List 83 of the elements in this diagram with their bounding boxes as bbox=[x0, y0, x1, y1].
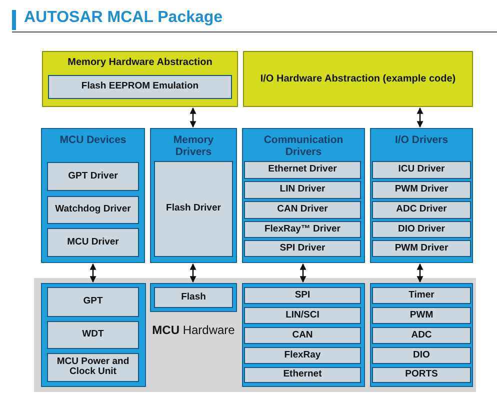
module-box bbox=[244, 287, 361, 304]
double-arrow bbox=[300, 263, 306, 283]
module-box bbox=[244, 201, 361, 219]
driver-group-box bbox=[242, 128, 365, 263]
abstraction-layer-box bbox=[243, 51, 473, 107]
group-heading: I/O Drivers bbox=[394, 134, 450, 146]
hardware-group-box bbox=[41, 283, 146, 387]
group-heading: MCU Devices bbox=[58, 134, 128, 146]
module-label: PORTS bbox=[404, 370, 439, 380]
driver-group-box bbox=[150, 128, 237, 263]
module-label: MCU Power and Clock Unit bbox=[56, 356, 130, 378]
module-box bbox=[154, 161, 233, 257]
module-box bbox=[244, 307, 361, 324]
module-label: PWM Driver bbox=[394, 184, 450, 196]
module-box bbox=[372, 201, 471, 219]
module-label: LIN/SCI bbox=[284, 310, 320, 321]
module-box bbox=[47, 162, 139, 191]
module-box bbox=[372, 287, 471, 304]
module-label: ADC bbox=[410, 330, 433, 341]
group-heading: Memory Drivers bbox=[172, 134, 215, 158]
module-label: CAN bbox=[291, 330, 314, 341]
module-label: Flash bbox=[180, 292, 207, 303]
module-box bbox=[47, 353, 139, 382]
module-box bbox=[244, 181, 361, 199]
module-box bbox=[48, 75, 232, 99]
module-box bbox=[372, 347, 471, 364]
layer-label: MCU Hardware bbox=[151, 324, 236, 338]
double-arrow bbox=[416, 107, 424, 128]
module-box bbox=[372, 240, 471, 257]
hardware-group-box bbox=[242, 283, 365, 387]
module-label: Timer bbox=[408, 290, 436, 301]
module-box bbox=[244, 327, 361, 344]
module-box bbox=[47, 321, 139, 349]
group-heading: Communication Drivers bbox=[262, 134, 344, 158]
module-label: CAN Driver bbox=[276, 204, 329, 216]
module-label: PWM bbox=[408, 310, 434, 321]
module-label: FlexRay™ Driver bbox=[263, 224, 342, 235]
module-box bbox=[244, 240, 361, 257]
module-label: I/O Hardware Abstraction (example code) bbox=[259, 73, 457, 85]
module-label: DIO bbox=[412, 350, 431, 361]
driver-group-box bbox=[370, 128, 473, 263]
module-box bbox=[372, 307, 471, 324]
module-label: Ethernet Driver bbox=[267, 164, 338, 176]
module-box bbox=[244, 347, 361, 364]
module-label: SPI bbox=[294, 290, 312, 301]
module-label: WDT bbox=[81, 330, 105, 340]
module-box bbox=[372, 181, 471, 199]
module-label: DIO Driver bbox=[397, 224, 446, 235]
module-label: PWM Driver bbox=[394, 243, 450, 254]
module-label: Watchdog Driver bbox=[54, 204, 132, 216]
module-label: SPI Driver bbox=[278, 243, 326, 254]
hardware-group-box bbox=[370, 283, 473, 387]
module-box bbox=[244, 367, 361, 383]
module-box bbox=[372, 221, 471, 238]
module-label: MCU Driver bbox=[66, 237, 120, 248]
module-label: Flash EEPROM Emulation bbox=[80, 82, 200, 92]
double-arrow bbox=[416, 263, 424, 283]
group-heading: Memory Hardware Abstraction bbox=[66, 57, 214, 68]
module-box bbox=[372, 367, 471, 383]
hardware-band bbox=[34, 278, 476, 392]
module-box bbox=[47, 287, 139, 317]
module-box bbox=[154, 287, 233, 308]
double-arrow bbox=[190, 263, 196, 283]
module-label: FlexRay bbox=[283, 350, 322, 361]
module-box bbox=[244, 221, 361, 238]
double-arrow bbox=[190, 107, 196, 128]
driver-group-box bbox=[41, 128, 145, 263]
module-label: Ethernet bbox=[282, 370, 323, 380]
diagram-title: AUTOSAR MCAL Package bbox=[24, 9, 223, 27]
module-box bbox=[372, 161, 471, 179]
module-box bbox=[47, 228, 139, 257]
module-label: Flash Driver bbox=[165, 204, 222, 214]
module-box bbox=[244, 161, 361, 179]
module-label: LIN Driver bbox=[278, 184, 326, 196]
double-arrow bbox=[90, 263, 96, 283]
module-label: GPT bbox=[82, 296, 104, 308]
hardware-group-box bbox=[150, 283, 237, 312]
module-box bbox=[372, 327, 471, 344]
module-label: GPT Driver bbox=[67, 171, 119, 182]
abstraction-layer-box bbox=[42, 51, 238, 107]
module-box bbox=[47, 196, 139, 224]
module-label: ICU Driver bbox=[397, 164, 446, 176]
module-label: ADC Driver bbox=[395, 204, 448, 216]
